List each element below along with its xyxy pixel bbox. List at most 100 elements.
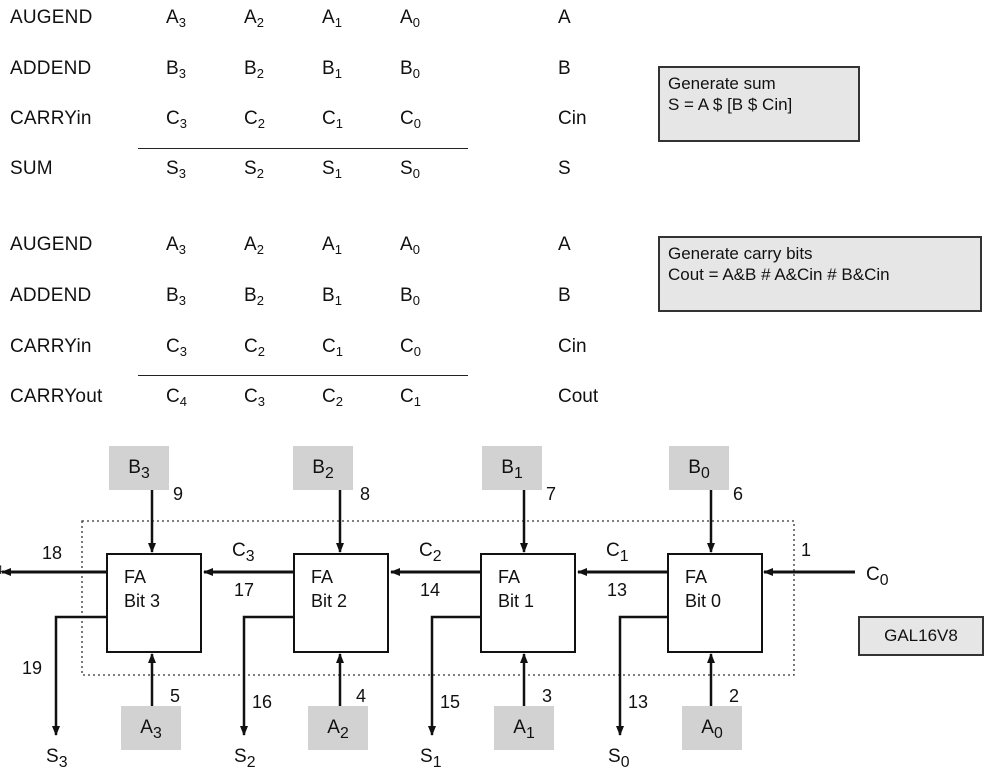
- sum-note-equation: S = A $ [B $ Cin]: [668, 95, 793, 114]
- cell: B3: [166, 285, 186, 308]
- row-var: B: [558, 58, 571, 79]
- s3-wire: [52, 615, 106, 736]
- cell: C1: [322, 108, 343, 131]
- row-label-augend: AUGEND: [10, 234, 93, 255]
- adder-label: FA: [124, 567, 147, 587]
- row-label-addend: ADDEND: [10, 285, 92, 306]
- pin-a0: 2: [729, 686, 740, 706]
- cell: A3: [166, 234, 186, 257]
- row-label-carryin: CARRYin: [10, 336, 92, 357]
- s0-wire: [616, 615, 667, 736]
- cell: C0: [400, 108, 421, 131]
- adder-bit-label: Bit 3: [124, 591, 161, 611]
- s1-wire: [428, 615, 480, 736]
- carry-note-title: Generate carry bits: [668, 244, 813, 263]
- sum-equation-box: Generate sum S = A $ [B $ Cin]: [658, 66, 860, 142]
- output-s0: S0: [608, 746, 630, 771]
- cell: B2: [244, 58, 264, 81]
- cell: C3: [166, 108, 187, 131]
- carry-in-label: C0: [866, 564, 889, 589]
- cell: B0: [400, 58, 420, 81]
- row-label-carryin: CARRYin: [10, 108, 92, 129]
- cell: C2: [244, 108, 265, 131]
- full-adder-bit-1: FA Bit 1: [480, 553, 576, 653]
- pin-s2: 16: [252, 692, 273, 712]
- pin-c1: 13: [607, 580, 628, 600]
- cell: B1: [322, 285, 342, 308]
- pin-c2: 14: [420, 580, 441, 600]
- cell: C1: [322, 336, 343, 359]
- input-b1: B1: [482, 446, 542, 490]
- row-var: Cin: [558, 108, 587, 129]
- cell: B1: [322, 58, 342, 81]
- cell: S0: [400, 158, 420, 181]
- cell: A3: [166, 7, 186, 30]
- adder-label: FA: [498, 567, 521, 587]
- row-var: S: [558, 158, 571, 179]
- row-label-addend: ADDEND: [10, 58, 92, 79]
- s2-wire: [240, 615, 293, 736]
- cell: A2: [244, 234, 264, 257]
- gal-chip-boundary: [81, 520, 795, 676]
- row-var: B: [558, 285, 571, 306]
- carry-equation-box: Generate carry bits Cout = A&B # A&Cin #…: [658, 236, 982, 312]
- input-a3: A3: [121, 706, 181, 750]
- adder-label: FA: [311, 567, 334, 587]
- adder-bit-label: Bit 1: [498, 591, 535, 611]
- cell: B2: [244, 285, 264, 308]
- pin-carry-out: 18: [42, 543, 63, 563]
- cell: A1: [322, 7, 342, 30]
- pin-b1: 7: [546, 484, 557, 504]
- pin-b0: 6: [733, 484, 744, 504]
- output-s2: S2: [234, 746, 256, 771]
- adder-bit-label: Bit 2: [311, 591, 348, 611]
- pin-c3: 17: [234, 580, 255, 600]
- pin-a1: 3: [542, 686, 553, 706]
- cell: C3: [166, 336, 187, 359]
- cell: A0: [400, 234, 420, 257]
- pin-a3: 5: [170, 686, 181, 706]
- adder-label: FA: [685, 567, 708, 587]
- input-a1: A1: [494, 706, 554, 750]
- input-b0: B0: [669, 446, 729, 490]
- row-var: Cin: [558, 336, 587, 357]
- cell: C4: [166, 386, 187, 409]
- pin-a2: 4: [356, 686, 367, 706]
- pin-carry-in: 1: [801, 540, 812, 560]
- pin-b2: 8: [360, 484, 371, 504]
- cell: A2: [244, 7, 264, 30]
- sum-rule: [138, 148, 468, 149]
- cell: C1: [400, 386, 421, 409]
- input-a2: A2: [308, 706, 368, 750]
- cell: S3: [166, 158, 186, 181]
- row-var: A: [558, 234, 571, 255]
- cell: B3: [166, 58, 186, 81]
- output-s3: S3: [46, 746, 68, 771]
- chip-label: GAL16V8: [858, 616, 984, 656]
- pin-s1: 15: [440, 692, 461, 712]
- pin-s0: 13: [628, 692, 649, 712]
- cell: S1: [322, 158, 342, 181]
- carry-label-c3: C3: [232, 540, 255, 565]
- carry-rule: [138, 375, 468, 376]
- carry-note-equation: Cout = A&B # A&Cin # B&Cin: [668, 265, 890, 284]
- row-var: A: [558, 7, 571, 28]
- row-label-sum: SUM: [10, 158, 53, 179]
- cell: C0: [400, 336, 421, 359]
- row-var: Cout: [558, 386, 599, 407]
- cell: B0: [400, 285, 420, 308]
- input-a0: A0: [682, 706, 742, 750]
- carry-label-c1: C1: [606, 540, 629, 565]
- cell: C2: [322, 386, 343, 409]
- sum-note-title: Generate sum: [668, 74, 776, 93]
- input-b2: B2: [293, 446, 353, 490]
- cell: A1: [322, 234, 342, 257]
- row-label-augend: AUGEND: [10, 7, 93, 28]
- output-s1: S1: [420, 746, 442, 771]
- cell: C3: [244, 386, 265, 409]
- pin-b3: 9: [173, 484, 184, 504]
- carry-label-c2: C2: [419, 540, 442, 565]
- full-adder-bit-3: FA Bit 3: [106, 553, 202, 653]
- carry-out-sub: 4: [0, 563, 3, 577]
